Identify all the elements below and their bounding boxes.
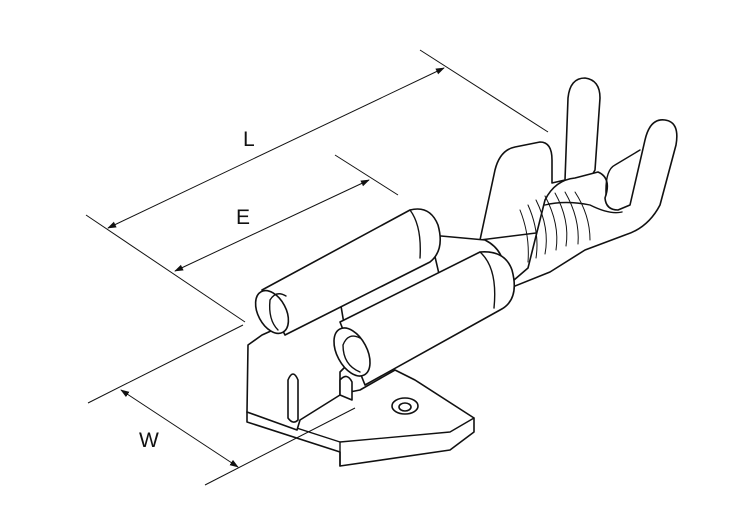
extension-line-w-bottom bbox=[204, 407, 356, 486]
body-slot-left bbox=[287, 373, 299, 423]
barrel-serrations bbox=[519, 191, 591, 263]
dimension-label-e: E bbox=[236, 206, 250, 229]
base-plate bbox=[246, 369, 475, 467]
dimension-label-w: W bbox=[139, 429, 159, 452]
front-receptacle bbox=[333, 251, 516, 386]
extension-line-e-rear bbox=[334, 154, 399, 196]
dimension-lines bbox=[85, 49, 549, 486]
dimension-line-l bbox=[107, 67, 445, 229]
body-slot-right bbox=[339, 375, 353, 401]
dimension-line-w bbox=[120, 389, 239, 468]
extension-line-w-top bbox=[87, 324, 244, 404]
dimension-label-l: L bbox=[243, 128, 255, 151]
extension-line-front-top bbox=[85, 214, 246, 323]
mounting-hole bbox=[391, 397, 419, 415]
barrel-front-wing bbox=[499, 119, 678, 293]
crimp-barrel bbox=[479, 77, 678, 293]
base-plate-top-edge bbox=[339, 417, 475, 443]
barrel-inner-edge bbox=[605, 149, 641, 196]
extension-line-rear bbox=[419, 49, 549, 133]
dimension-line-e bbox=[174, 179, 370, 272]
barrel-inner-curve bbox=[544, 201, 623, 214]
